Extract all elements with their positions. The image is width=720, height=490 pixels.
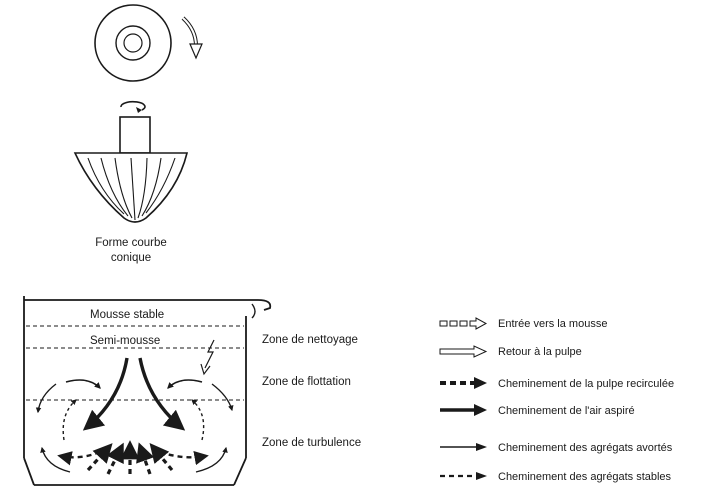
zone-cleaning-label: Zone de nettoyage xyxy=(262,334,358,346)
thin-arrow-icon xyxy=(440,443,487,451)
rotation-arrow-icon xyxy=(181,16,203,60)
impeller-side-view xyxy=(73,100,189,223)
layer-stable-foam: Mousse stable xyxy=(90,309,164,321)
legend-label-stable-aggregates: Cheminement des agrégats stables xyxy=(498,471,672,483)
impeller-caption-line1: Forme courbe xyxy=(95,237,167,249)
zone-flotation-label: Zone de flottation xyxy=(262,376,351,388)
zone-turbulence-label: Zone de turbulence xyxy=(262,437,361,449)
impeller-top-view xyxy=(94,4,172,82)
dashed-arrow-icon xyxy=(440,472,487,480)
legend-label-aspirated-air: Cheminement de l'air aspiré xyxy=(498,405,635,417)
thick-dashed-arrow-icon xyxy=(440,377,487,389)
hollow-arrow-icon xyxy=(439,345,488,358)
thick-arrow-icon xyxy=(440,404,487,416)
legend-label-recirculated-pulp: Cheminement de la pulpe recirculée xyxy=(498,378,674,390)
legend-label-foam-entry: Entrée vers la mousse xyxy=(498,318,607,330)
legend: Entrée vers la mousse Retour à la pulpe … xyxy=(439,317,674,483)
flotation-tank xyxy=(23,296,272,486)
layer-semi-foam: Semi-mousse xyxy=(90,335,160,347)
hollow-dashed-arrow-icon xyxy=(439,317,488,330)
legend-label-return-pulp: Retour à la pulpe xyxy=(498,346,582,358)
flow-arrows xyxy=(35,357,234,475)
return-to-pulp-arrow xyxy=(200,339,215,376)
legend-label-aborted-aggregates: Cheminement des agrégats avortés xyxy=(498,442,673,454)
impeller-caption-line2: conique xyxy=(111,252,151,264)
